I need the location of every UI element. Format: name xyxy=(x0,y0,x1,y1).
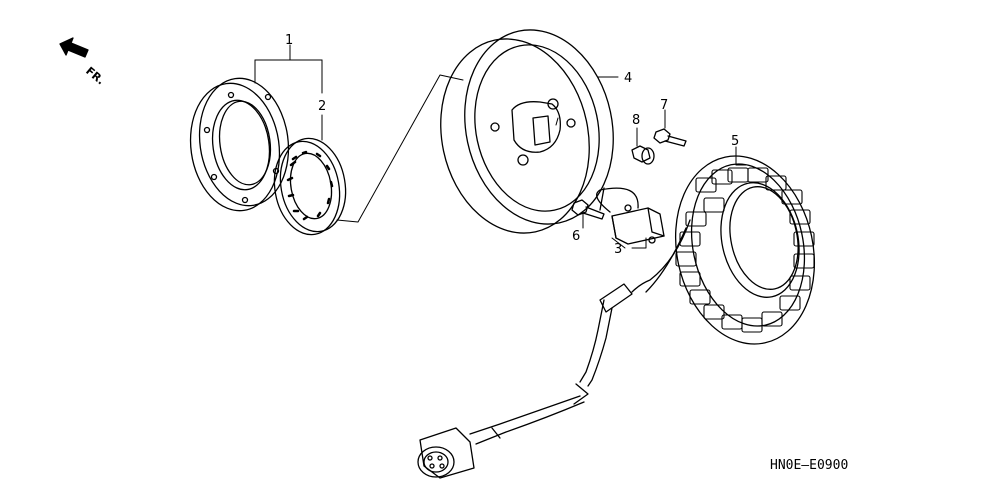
callout-1: 1 xyxy=(285,33,293,48)
callout-6: 6 xyxy=(572,229,580,244)
callout-5: 5 xyxy=(731,134,739,149)
pulse-generator xyxy=(596,187,665,245)
flywheel xyxy=(440,29,614,234)
bolt-8 xyxy=(631,145,655,165)
callout-4: 4 xyxy=(624,71,632,86)
callout-3: 3 xyxy=(614,242,622,257)
stator xyxy=(674,155,816,345)
front-direction-label: FR. xyxy=(83,64,107,87)
starter-clutch-outer xyxy=(189,77,290,212)
callout-2: 2 xyxy=(318,99,326,114)
bolt-6 xyxy=(571,199,605,220)
one-way-clutch xyxy=(273,137,347,236)
front-direction-arrow-icon xyxy=(59,37,89,58)
callout-7: 7 xyxy=(660,98,668,113)
callout-8: 8 xyxy=(632,113,640,128)
bolt-7 xyxy=(653,128,687,147)
wire-harness xyxy=(469,219,691,445)
connector-coupler xyxy=(417,427,475,479)
leader-lines xyxy=(254,44,747,249)
diagram-code: HN0E—E0900 xyxy=(770,458,848,473)
